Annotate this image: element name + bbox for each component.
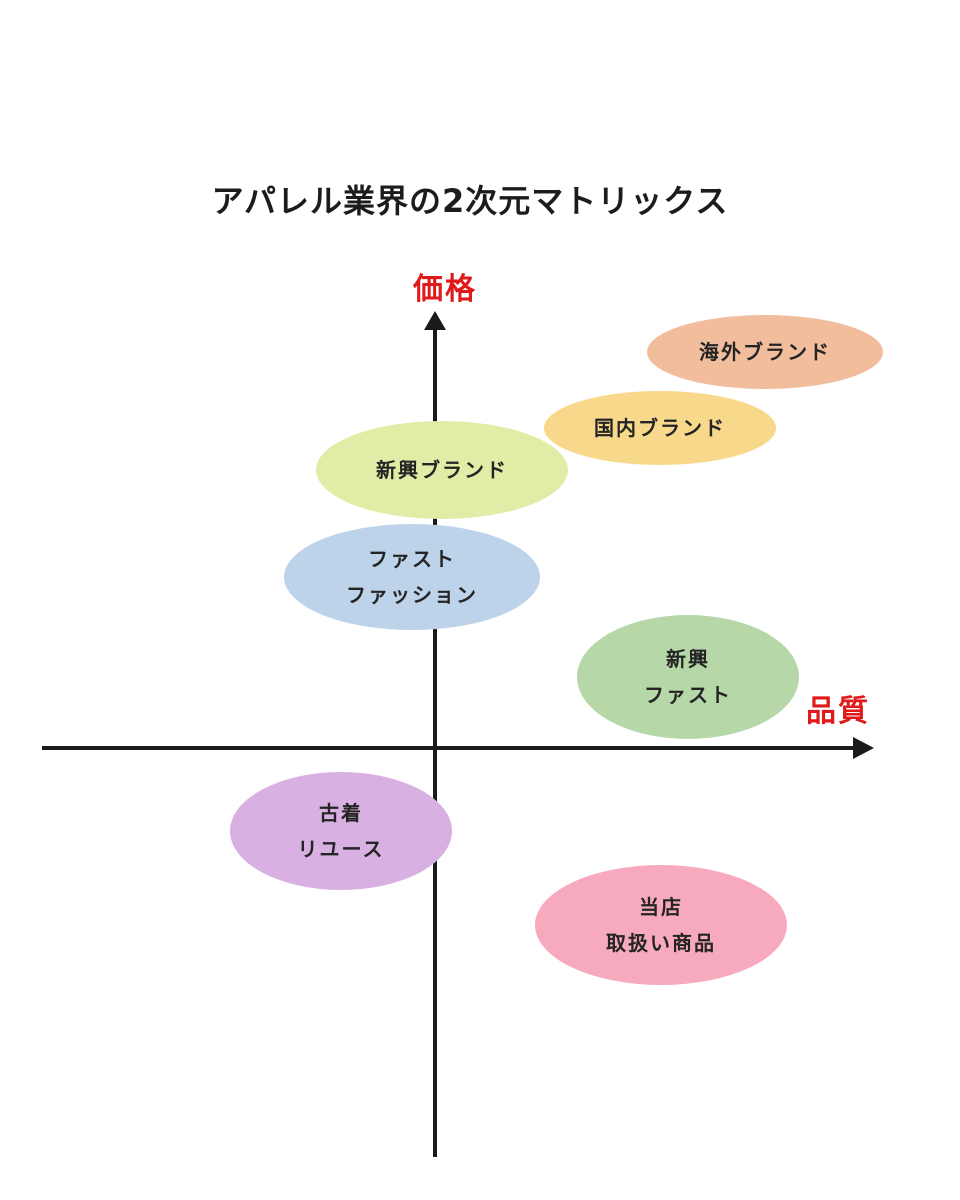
x-axis-arrowhead-icon bbox=[853, 737, 874, 759]
bubble-our-store: 当店 取扱い商品 bbox=[535, 865, 787, 985]
bubble-label: 取扱い商品 bbox=[606, 931, 716, 955]
bubble-domestic-brand: 国内ブランド bbox=[544, 391, 776, 465]
bubble-label: リユース bbox=[297, 837, 385, 861]
y-axis-line bbox=[433, 326, 437, 1157]
bubble-overseas-brand: 海外ブランド bbox=[647, 315, 883, 389]
bubble-fast-fashion: ファスト ファッション bbox=[284, 524, 540, 630]
bubble-emerging-brand: 新興ブランド bbox=[316, 421, 568, 519]
bubble-emerging-fast: 新興 ファスト bbox=[577, 615, 799, 739]
x-axis-label: 品質 bbox=[806, 694, 870, 729]
y-axis-label: 価格 bbox=[413, 272, 477, 307]
bubble-label: 新興 bbox=[666, 647, 710, 671]
bubble-label: 古着 bbox=[319, 801, 363, 825]
bubble-label: 新興ブランド bbox=[376, 458, 508, 482]
bubble-label: ファッション bbox=[346, 583, 478, 607]
bubble-label: 国内ブランド bbox=[594, 416, 726, 440]
bubble-used-reuse: 古着 リユース bbox=[230, 772, 452, 890]
y-axis-arrowhead-icon bbox=[424, 311, 446, 330]
x-axis-line bbox=[42, 746, 856, 750]
bubble-label: ファスト bbox=[644, 683, 732, 707]
bubble-label: 当店 bbox=[639, 895, 683, 919]
bubble-label: ファスト bbox=[368, 547, 456, 571]
bubble-label: 海外ブランド bbox=[699, 340, 831, 364]
page-title: アパレル業界の2次元マトリックス bbox=[211, 182, 729, 220]
